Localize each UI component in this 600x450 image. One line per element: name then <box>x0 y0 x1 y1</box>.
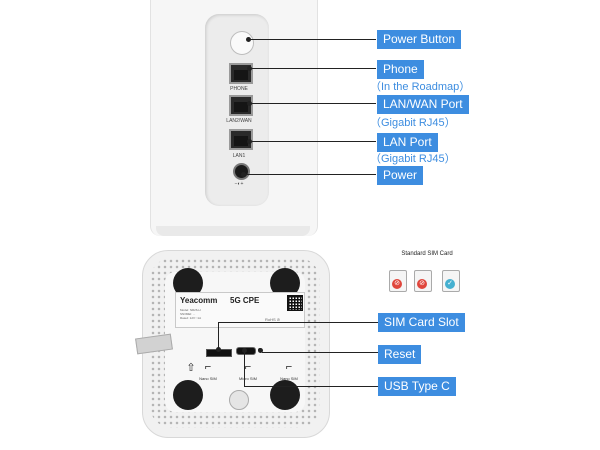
check-icon: ✓ <box>445 279 455 289</box>
slot-label: Nano SIM <box>199 376 217 381</box>
callout-line <box>250 141 376 142</box>
lan-wan-port-callout: LAN/WAN Port <box>377 95 469 114</box>
callout-dot <box>247 66 252 71</box>
callout-line <box>218 322 219 349</box>
callout-line <box>262 352 378 353</box>
callout-dot <box>216 347 221 352</box>
callout-line <box>249 39 376 40</box>
lan-port-callout: LAN Port <box>377 133 438 152</box>
brand-name: Yeacomm <box>180 296 218 305</box>
callout-dot <box>246 37 251 42</box>
router-top-base <box>156 226 310 236</box>
arrow-up-icon: ⇧ <box>186 362 196 374</box>
callout-dot <box>247 101 252 106</box>
logo-icon <box>229 390 249 410</box>
callout-dot <box>241 172 246 177</box>
power-jack <box>233 163 250 180</box>
lan-wan-port-note: （Gigabit RJ45） <box>370 117 456 129</box>
slot-label: Nano SIM <box>280 376 298 381</box>
no-icon: ⊘ <box>417 279 427 289</box>
reset-callout: Reset <box>378 345 422 364</box>
callout-dot <box>258 348 263 353</box>
power-symbol: −◐+ <box>234 181 244 187</box>
phone-callout: Phone <box>377 60 424 79</box>
callout-dot <box>247 139 252 144</box>
lan-port <box>229 129 253 150</box>
rubber-foot <box>173 380 203 410</box>
phone-port-label: PHONE <box>230 86 248 92</box>
qr-code <box>287 295 303 311</box>
power-button-callout: Power Button <box>377 30 462 49</box>
label-line: Rated: 12V⎓1A <box>180 316 202 320</box>
phone-callout-note: （In the Roadmap） <box>370 81 471 93</box>
callout-line <box>218 322 378 323</box>
slot-label: Micro SIM <box>239 376 257 381</box>
callout-line <box>244 350 245 387</box>
usb-type-c-callout: USB Type C <box>378 377 456 396</box>
sim-icon: ⌐ <box>285 361 293 373</box>
rohs-mark: RoHS ⊘ <box>265 317 281 322</box>
label-line: SN/IMEI: ... <box>180 312 196 316</box>
model-name: 5G CPE <box>230 296 260 305</box>
sim-icon: ⌐ <box>244 361 252 373</box>
callout-line <box>244 174 376 175</box>
no-icon: ⊘ <box>392 279 402 289</box>
sim-reference-title: Standard SIM Card <box>401 251 453 257</box>
label-line: Model: NR26-LI <box>180 308 202 312</box>
power-button-hardware <box>230 31 254 55</box>
power-callout: Power <box>377 166 424 185</box>
lan-wan-port <box>229 95 253 116</box>
callout-line <box>250 103 376 104</box>
rubber-foot <box>270 380 300 410</box>
lan-wan-port-label: LAN2/WAN <box>226 118 252 124</box>
sim-card-slot-callout: SIM Card Slot <box>378 313 465 332</box>
lan-port-note: （Gigabit RJ45） <box>370 153 456 165</box>
callout-line <box>244 386 378 387</box>
lan-port-label: LAN1 <box>232 153 246 159</box>
callout-line <box>250 68 376 69</box>
sim-icon: ⌐ <box>204 361 212 373</box>
